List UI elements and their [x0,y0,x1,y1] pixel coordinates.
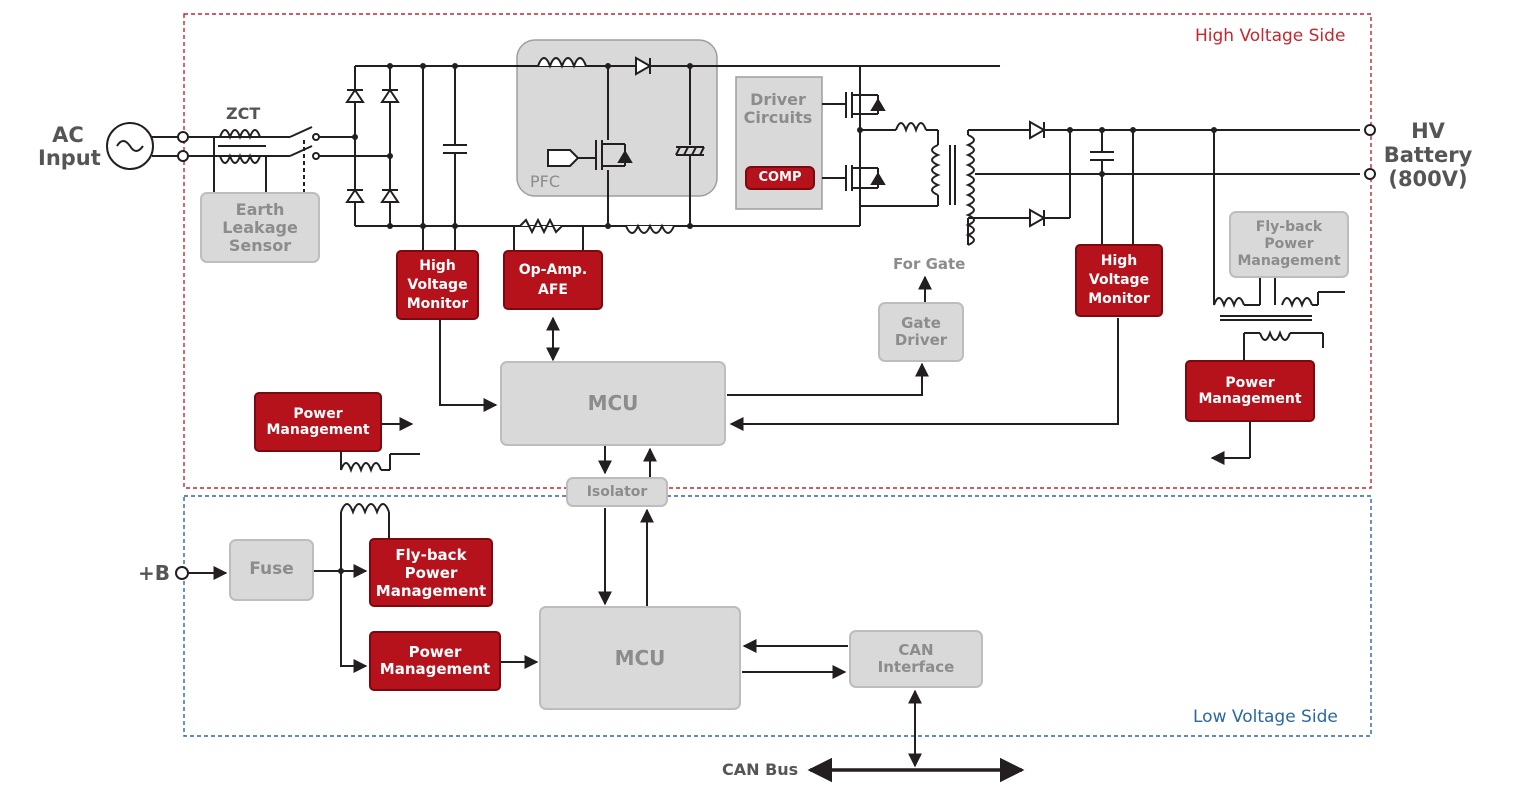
mcu-lv-block: MCU [539,606,741,710]
mcu-hv-block: MCU [500,361,726,446]
fuse-block: Fuse [229,539,314,601]
high-voltage-zone-border [183,13,1372,489]
op-amp-afe-block: Op-Amp.AFE [503,250,603,310]
can-bus-label: CAN Bus [722,760,799,779]
for-gate-label: For Gate [893,255,966,273]
zct-label: ZCT [226,104,261,123]
high-voltage-side-label: High Voltage Side [1195,26,1346,46]
low-voltage-side-label: Low Voltage Side [1193,707,1338,727]
plus-b-label: +B [138,561,171,585]
isolator-block: Isolator [566,477,668,507]
comp-block: COMP [745,166,815,190]
low-voltage-zone-border [183,495,1372,737]
pfc-label: PFC [530,172,561,191]
wires [106,56,1376,783]
junction-dots [338,63,1217,574]
